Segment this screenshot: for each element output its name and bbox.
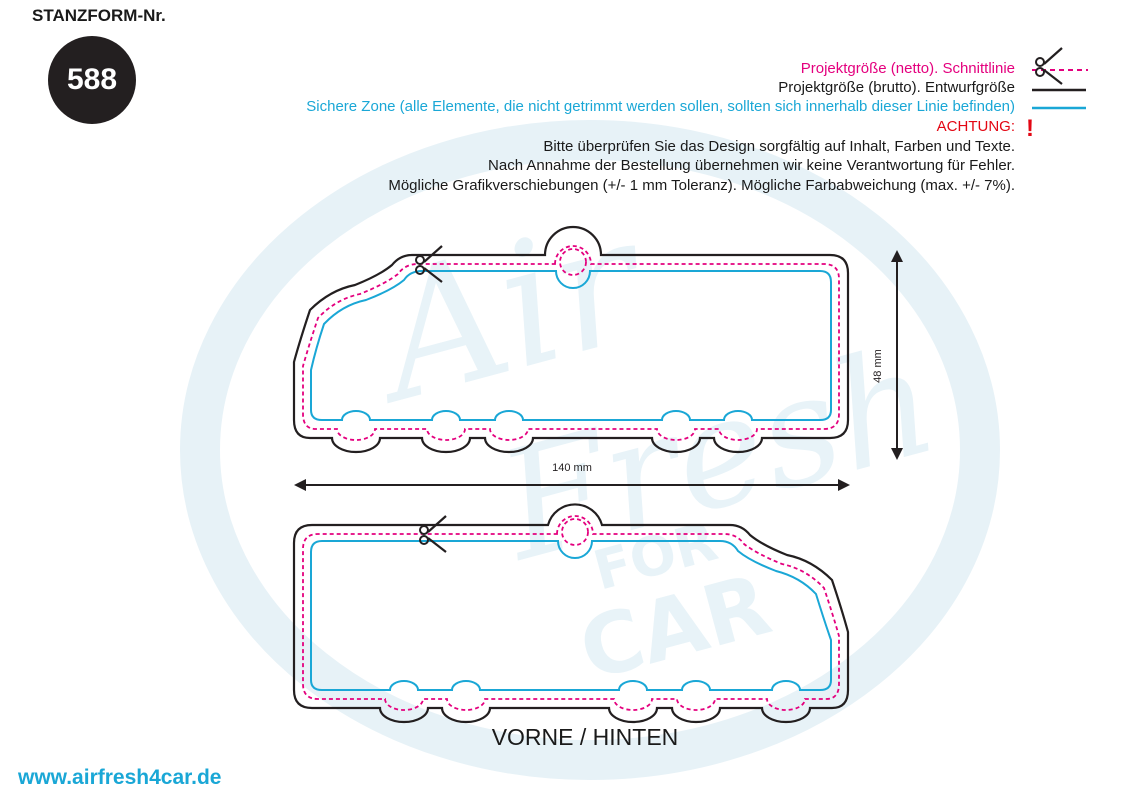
legend-bleed-line-text: Projektgröße (brutto). Entwurfgröße <box>778 79 1015 96</box>
attention-mark: ! <box>1026 115 1034 142</box>
legend-cut-line-text: Projektgröße (netto). Schnittlinie <box>800 60 1015 77</box>
back-cut-line <box>302 515 840 711</box>
legend-attention-text: ACHTUNG: <box>936 118 1015 135</box>
front-back-label: VORNE / HINTEN <box>491 724 679 750</box>
legend-note-3: Mögliche Grafikverschiebungen (+/- 1 mm … <box>388 177 1015 194</box>
width-label: 140 mm <box>552 462 592 474</box>
die-number-badge: 588 <box>48 36 136 124</box>
back-safe-zone <box>310 540 832 691</box>
legend-cut-sample <box>1032 46 1088 86</box>
legend-note-2: Nach Annahme der Bestellung übernehmen w… <box>488 157 1015 174</box>
front-bleed-outline <box>292 225 850 454</box>
front-cut-line <box>302 245 840 441</box>
die-shape-back <box>292 503 850 724</box>
front-safe-zone <box>310 270 832 421</box>
website-link[interactable]: www.airfresh4car.de <box>18 766 222 789</box>
die-number-title: STANZFORM-Nr. <box>32 6 166 25</box>
legend-note-1: Bitte überprüfen Sie das Design sorgfält… <box>543 138 1015 155</box>
scissors-icon <box>418 514 448 554</box>
die-shape-front <box>292 225 850 454</box>
height-label: 48 mm <box>872 349 884 383</box>
width-dimension: 140 mm <box>294 462 850 491</box>
legend-safe-zone-text: Sichere Zone (alle Elemente, die nicht g… <box>306 98 1015 115</box>
back-bleed-outline <box>292 503 850 724</box>
height-dimension: 48 mm <box>872 250 903 460</box>
